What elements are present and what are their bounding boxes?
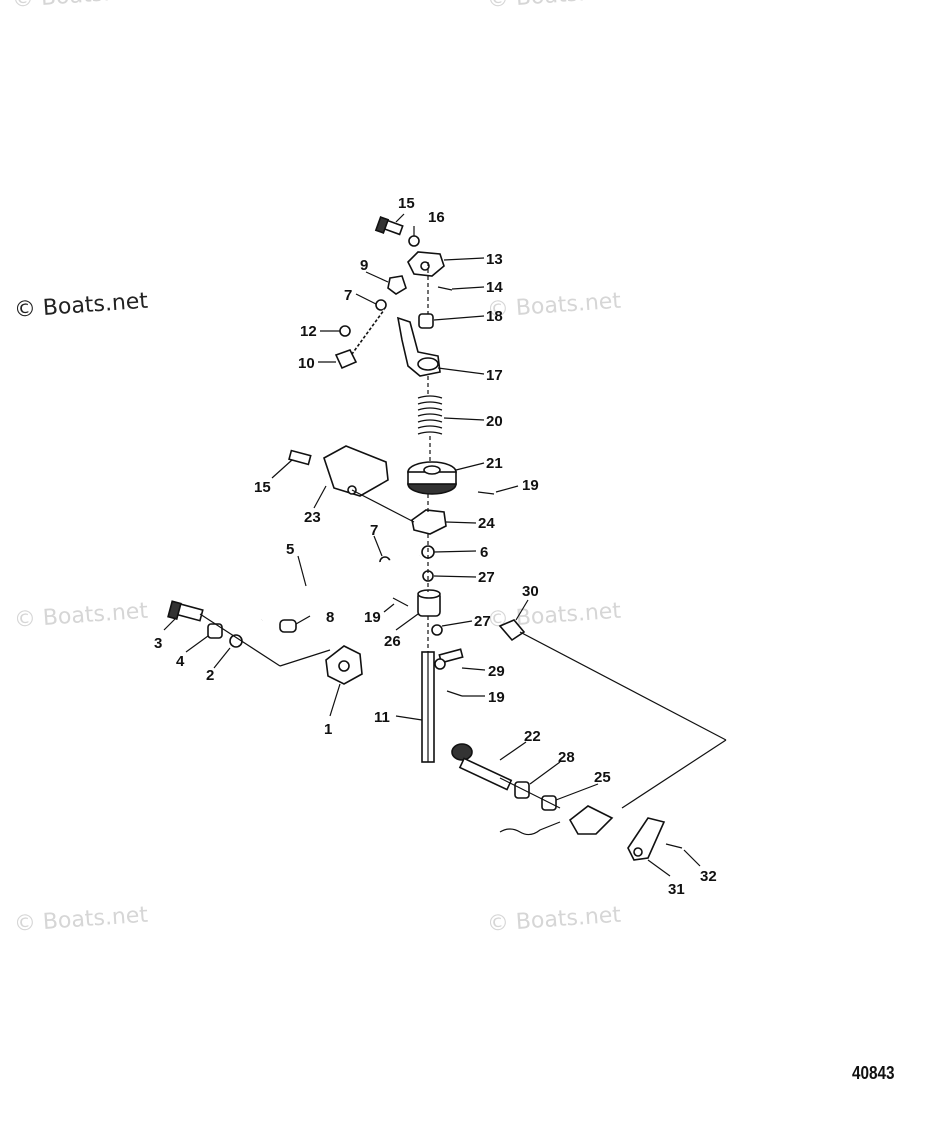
- callout-19-lower: 19: [488, 689, 505, 706]
- part-15-screw-bracket: [288, 449, 312, 466]
- part-14-pin: [437, 286, 453, 291]
- part-4-bushing: [207, 623, 223, 639]
- part-12-nut: [339, 325, 351, 337]
- callout-1: 1: [324, 721, 332, 738]
- part-21-pulley: [407, 461, 457, 495]
- callout-labels: 1 2 3 4 5 6 7 7 8 9 10 11 12 13 14 15 15…: [154, 195, 717, 898]
- part-27-screw-lower: [431, 624, 443, 636]
- callout-4: 4: [176, 653, 185, 670]
- callout-8: 8: [326, 609, 334, 626]
- part-10-clip: [334, 349, 358, 370]
- callout-15-bracket: 15: [254, 479, 271, 496]
- callout-14: 14: [486, 279, 503, 296]
- part-28-bushing: [514, 781, 530, 799]
- callout-16: 16: [428, 209, 445, 226]
- part-7-nut-upper: [375, 299, 387, 311]
- callout-6: 6: [480, 544, 488, 561]
- callout-9: 9: [360, 257, 368, 274]
- callout-26: 26: [384, 633, 401, 650]
- part-8-ball-joint: [279, 619, 297, 633]
- callout-19-upper: 19: [522, 477, 539, 494]
- figure-number: 40843: [852, 1063, 895, 1083]
- part-20-spring: [417, 395, 443, 435]
- part-23-bracket: [323, 445, 389, 497]
- part-13-lever: [407, 251, 445, 277]
- part-11-shaft: [421, 651, 435, 763]
- part-5-link-rod: [261, 554, 421, 622]
- callout-25: 25: [594, 769, 611, 786]
- callout-10: 10: [298, 355, 315, 372]
- callout-15-top: 15: [398, 195, 415, 212]
- callout-21: 21: [486, 455, 503, 472]
- part-19-pin-mid: [392, 597, 409, 607]
- callout-22: 22: [524, 728, 541, 745]
- leader-lines: [163, 213, 701, 877]
- part-16-nut: [408, 235, 420, 247]
- part-31-lever: [627, 817, 666, 861]
- callout-29: 29: [488, 663, 505, 680]
- part-22-pin: [451, 743, 513, 791]
- part-link-rod-upper: [351, 309, 385, 355]
- part-32-pin: [665, 843, 683, 849]
- callout-23: 23: [304, 509, 321, 526]
- callout-28: 28: [558, 749, 575, 766]
- callout-18: 18: [486, 308, 503, 325]
- part-15-screw-top: [374, 216, 404, 236]
- callout-7-upper: 7: [344, 287, 352, 304]
- callout-31: 31: [668, 881, 685, 898]
- part-26-collar: [417, 589, 441, 617]
- part-19-pin-upper: [477, 491, 495, 495]
- callout-24: 24: [478, 515, 495, 532]
- part-3-bolt: [167, 600, 204, 622]
- callout-30: 30: [522, 583, 539, 600]
- part-19-pin-lower: [446, 690, 463, 697]
- callout-20: 20: [486, 413, 503, 430]
- callout-17: 17: [486, 367, 503, 384]
- part-17-throttle-cam: [396, 316, 441, 377]
- callout-12: 12: [300, 323, 317, 340]
- part-9-clip: [387, 275, 407, 295]
- assembly-lines: [199, 262, 727, 836]
- part-24-clamp: [411, 509, 447, 535]
- part-29-shoulder-screw: [434, 648, 464, 670]
- callout-13: 13: [486, 251, 503, 268]
- callout-3: 3: [154, 635, 162, 652]
- callout-11: 11: [374, 709, 390, 726]
- part-1-throttle-arm: [325, 645, 363, 685]
- callout-7-lower: 7: [370, 522, 378, 539]
- part-actuator-arm: [568, 805, 614, 835]
- callout-27-upper: 27: [478, 569, 495, 586]
- part-30-lever: [498, 619, 526, 642]
- callout-19-mid: 19: [364, 609, 381, 626]
- callout-5: 5: [286, 541, 294, 558]
- callout-27-lower: 27: [474, 613, 491, 630]
- part-18-bushing: [418, 313, 434, 329]
- callout-2: 2: [206, 667, 214, 684]
- callout-32: 32: [700, 868, 717, 885]
